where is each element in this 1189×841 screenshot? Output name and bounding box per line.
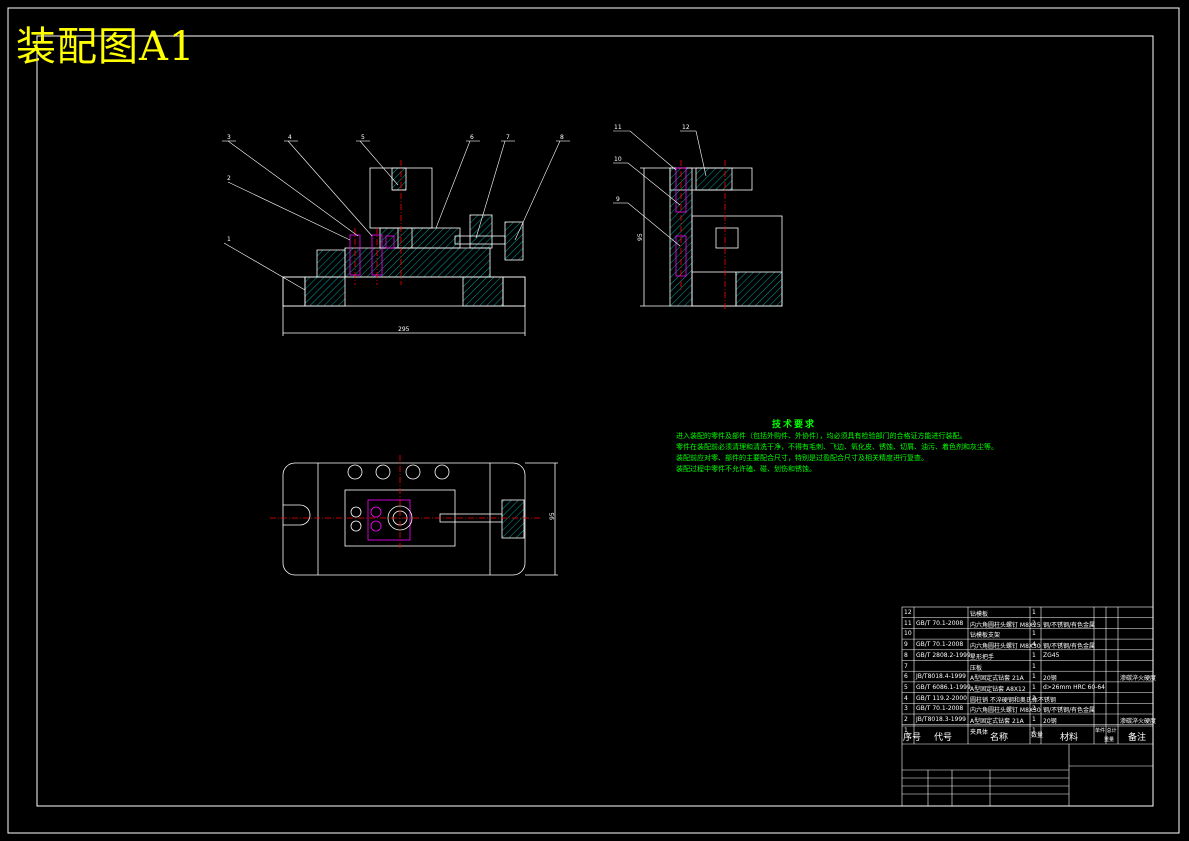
bom-cell-qty: 1 <box>1032 630 1036 638</box>
bom-cell-no: 9 <box>904 641 908 649</box>
bom-cell-no: 10 <box>904 630 912 638</box>
bom-cell-code: GB/T 70.1-2008 <box>916 705 964 713</box>
bom-cell-no: 7 <box>904 662 908 670</box>
bom-cell-material: 20钢 <box>1043 718 1057 725</box>
bom-cell-no: 6 <box>904 673 908 681</box>
bom-cell-code: GB/T 70.1-2008 <box>916 641 964 649</box>
bom-header-name: 名称 <box>990 733 1009 743</box>
balloon-7: 7 <box>506 134 510 141</box>
drawing-title: 装配图A1 <box>16 24 196 70</box>
bom-header-qty: 数量 <box>1031 732 1044 739</box>
bom-cell-qty: 1 <box>1032 683 1036 691</box>
bom-cell-qty: 1 <box>1032 726 1036 734</box>
bom-cell-no: 2 <box>904 716 908 723</box>
plan-view <box>270 455 558 576</box>
bom-header-no: 序号 <box>903 733 922 743</box>
bom-cell-name: A型固定式钻套 21A <box>970 718 1024 725</box>
bom-cell-qty: 2 <box>1032 694 1036 702</box>
balloon-9: 9 <box>616 196 620 203</box>
tech-line-3: 装配前应对零、部件的主要配合尺寸，特别是过盈配合尺寸及相关精度进行复查。 <box>676 454 928 462</box>
balloon-6: 6 <box>470 134 474 141</box>
front-view <box>282 160 526 336</box>
bom-header-weight: 重量 <box>1104 737 1115 743</box>
front-leaders <box>222 140 570 291</box>
side-height-dimension: 95 <box>637 233 644 241</box>
bom-cell-qty: 1 <box>1032 716 1036 723</box>
bom-cell-material: 20钢 <box>1043 675 1057 683</box>
balloon-1: 1 <box>227 236 231 243</box>
balloon-8: 8 <box>560 134 564 141</box>
bom-cell-qty: 1 <box>1032 673 1036 681</box>
bom-cell-material: 钢/不锈钢/有色金属 <box>1043 643 1096 651</box>
bom-header-unit: 单件 总计 <box>1095 728 1117 734</box>
bom-cell-name: 内六角圆柱头螺钉 M8X30 <box>970 643 1041 651</box>
bom-cell-no: 12 <box>904 609 912 616</box>
balloon-10: 10 <box>614 156 622 163</box>
bom-grid <box>901 606 1154 807</box>
bom-cell-name: A型固定式钻套 21A <box>970 675 1024 683</box>
bom-cell-code: GB/T 70.1-2008 <box>916 619 964 627</box>
bom-cell-name: 钻模板 <box>970 611 989 618</box>
balloon-3: 3 <box>227 134 231 141</box>
balloon-12: 12 <box>682 124 690 131</box>
bom-cell-material: ZG45 <box>1043 651 1060 659</box>
bom-cell-material: 钢/不锈钢/有色金属 <box>1043 621 1096 629</box>
bom-header-code: 代号 <box>934 733 953 743</box>
side-leaders <box>613 130 707 247</box>
bom-cell-name: A型固定钻套 A8X12 <box>970 685 1026 693</box>
bom-cell-code: GB/T 119.2-2000 <box>916 694 967 702</box>
bom-cell-qty: 2 <box>1032 705 1036 713</box>
tech-requirements-title: 技术要求 <box>772 420 817 430</box>
plan-height-dimension: 95 <box>549 512 556 520</box>
bom-row-lines <box>902 617 1153 725</box>
bom-cell-code: GB/T 2808.2-1999 <box>916 651 971 659</box>
bom-cell-no: 8 <box>904 651 908 659</box>
inner-frame <box>36 35 1154 807</box>
bom-cell-code: GB/T 6086.1-1999 <box>916 683 971 691</box>
bom-cell-qty: 1 <box>1032 662 1036 670</box>
bom-cell-no: 11 <box>904 619 912 627</box>
bom-cell-note: 渗碳淬火硬度 <box>1120 675 1157 683</box>
side-view <box>640 160 783 310</box>
bom-cell-material: 钢/不锈钢/有色金属 <box>1043 707 1096 715</box>
bom-cell-code: JB/T8018.3-1999 <box>916 716 967 723</box>
balloon-4: 4 <box>288 134 292 141</box>
bom-cell-name: 内六角圆柱头螺钉 M8X30 <box>970 707 1041 715</box>
tech-line-1: 进入装配的零件及部件（包括外购件、外协件），均必须具有检验部门的合格证方能进行装… <box>676 432 967 440</box>
bom-cell-qty: 1 <box>1032 651 1036 659</box>
bom-header-note: 备注 <box>1128 733 1147 743</box>
bom-cell-no: 3 <box>904 705 908 713</box>
bom-cell-qty: 2 <box>1032 619 1036 627</box>
bom-cell-code: JB/T8018.4-1999 <box>916 673 967 681</box>
bom-cell-material: d>26mm HRC 60-64 <box>1043 683 1105 691</box>
bom-cell-qty: 1 <box>1032 609 1036 616</box>
bom-cell-qty: 4 <box>1032 641 1036 649</box>
bom-cell-note: 渗碳淬火硬度 <box>1120 718 1157 725</box>
bom-cell-no: 1 <box>904 726 908 734</box>
bom-cell-name: 星形把手 <box>970 653 995 661</box>
bom-cell-name: 夹具体 <box>970 728 989 736</box>
bom-cell-name: 内六角圆柱头螺钉 M8X25 <box>970 621 1041 629</box>
balloon-11: 11 <box>614 124 622 131</box>
bom-cell-no: 4 <box>904 694 908 702</box>
bom-header-material: 材料 <box>1060 733 1079 743</box>
tech-line-2: 零件在装配前必须清理和清洗干净，不得有毛刺、飞边、氧化皮、锈蚀、切屑、油污、着色… <box>676 443 998 451</box>
outer-frame <box>7 7 1180 834</box>
balloon-2: 2 <box>227 175 231 182</box>
bom-cell-name: 圆柱销 不淬硬钢和奥氏体不锈钢 <box>970 696 1056 704</box>
bom-cell-name: 钻模板支架 <box>970 632 1001 640</box>
bom-cell-name: 压板 <box>970 664 983 672</box>
front-width-dimension: 295 <box>398 326 410 333</box>
bom-cell-no: 5 <box>904 683 908 691</box>
tech-line-4: 装配过程中零件不允许磕、碰、划伤和锈蚀。 <box>676 465 816 473</box>
balloon-5: 5 <box>361 134 365 141</box>
